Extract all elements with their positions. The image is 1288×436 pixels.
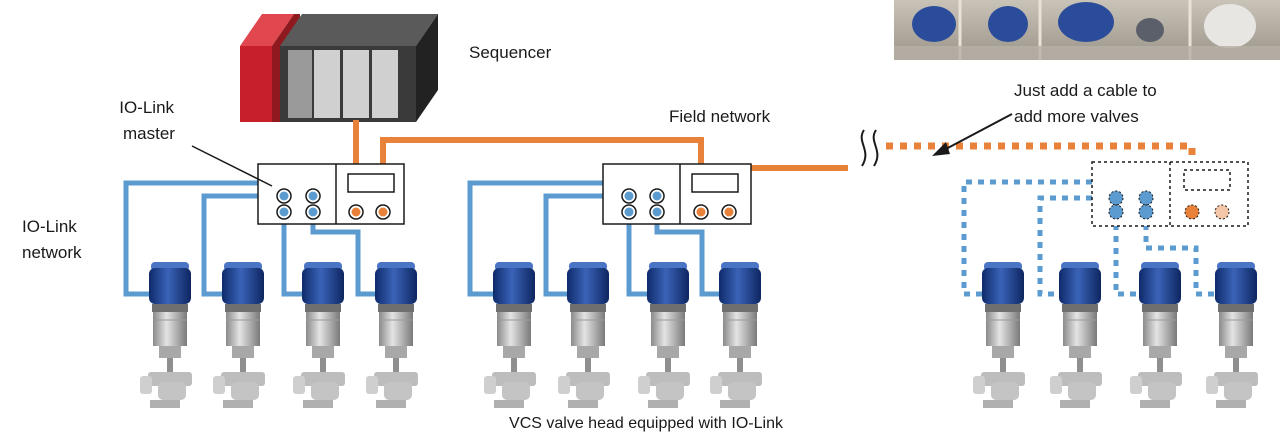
io-link-master-icon <box>602 163 752 225</box>
process-valve-icon <box>557 261 611 409</box>
process-valve-icon <box>365 261 419 409</box>
io-link-network-label-line2: network <box>22 243 82 262</box>
process-valve-icon <box>1049 261 1103 409</box>
process-valve-icon <box>212 261 266 409</box>
field-network-label: Field network <box>669 107 771 126</box>
io-link-network-label: IO-Link network <box>22 217 82 262</box>
io-link-master-icon <box>257 163 405 225</box>
io-link-master-label: IO-Link master <box>119 98 179 143</box>
callout-label-line2: add more valves <box>1014 107 1139 126</box>
cable-break-icon <box>860 129 879 167</box>
process-valve-icon <box>139 261 193 409</box>
caption: VCS valve head equipped with IO-Link <box>509 415 784 432</box>
io-link-master-label-line2: master <box>123 124 175 143</box>
io-link-network-extension <box>961 179 1214 297</box>
io-link-master-icon <box>1091 161 1249 227</box>
callout-label-line1: Just add a cable to <box>1014 81 1157 100</box>
plant-photo-icon <box>894 0 1280 60</box>
process-valve-icon <box>483 261 537 409</box>
callout-label: Just add a cable to add more valves <box>1014 81 1161 126</box>
master-pointer-line <box>191 145 273 187</box>
io-link-network-label-line1: IO-Link <box>22 217 77 236</box>
process-valve-icon <box>1129 261 1183 409</box>
plc-rack-icon <box>240 14 438 122</box>
process-valve-icon <box>292 261 346 409</box>
process-valve-icon <box>709 261 763 409</box>
io-link-network-cable <box>467 172 726 297</box>
process-valve-icon <box>637 261 691 409</box>
sequencer-label: Sequencer <box>469 43 552 62</box>
callout-arrow <box>932 113 1013 156</box>
process-valve-icon <box>972 261 1026 409</box>
io-link-master-label-line1: IO-Link <box>119 98 174 117</box>
process-valve-icon <box>1205 261 1259 409</box>
